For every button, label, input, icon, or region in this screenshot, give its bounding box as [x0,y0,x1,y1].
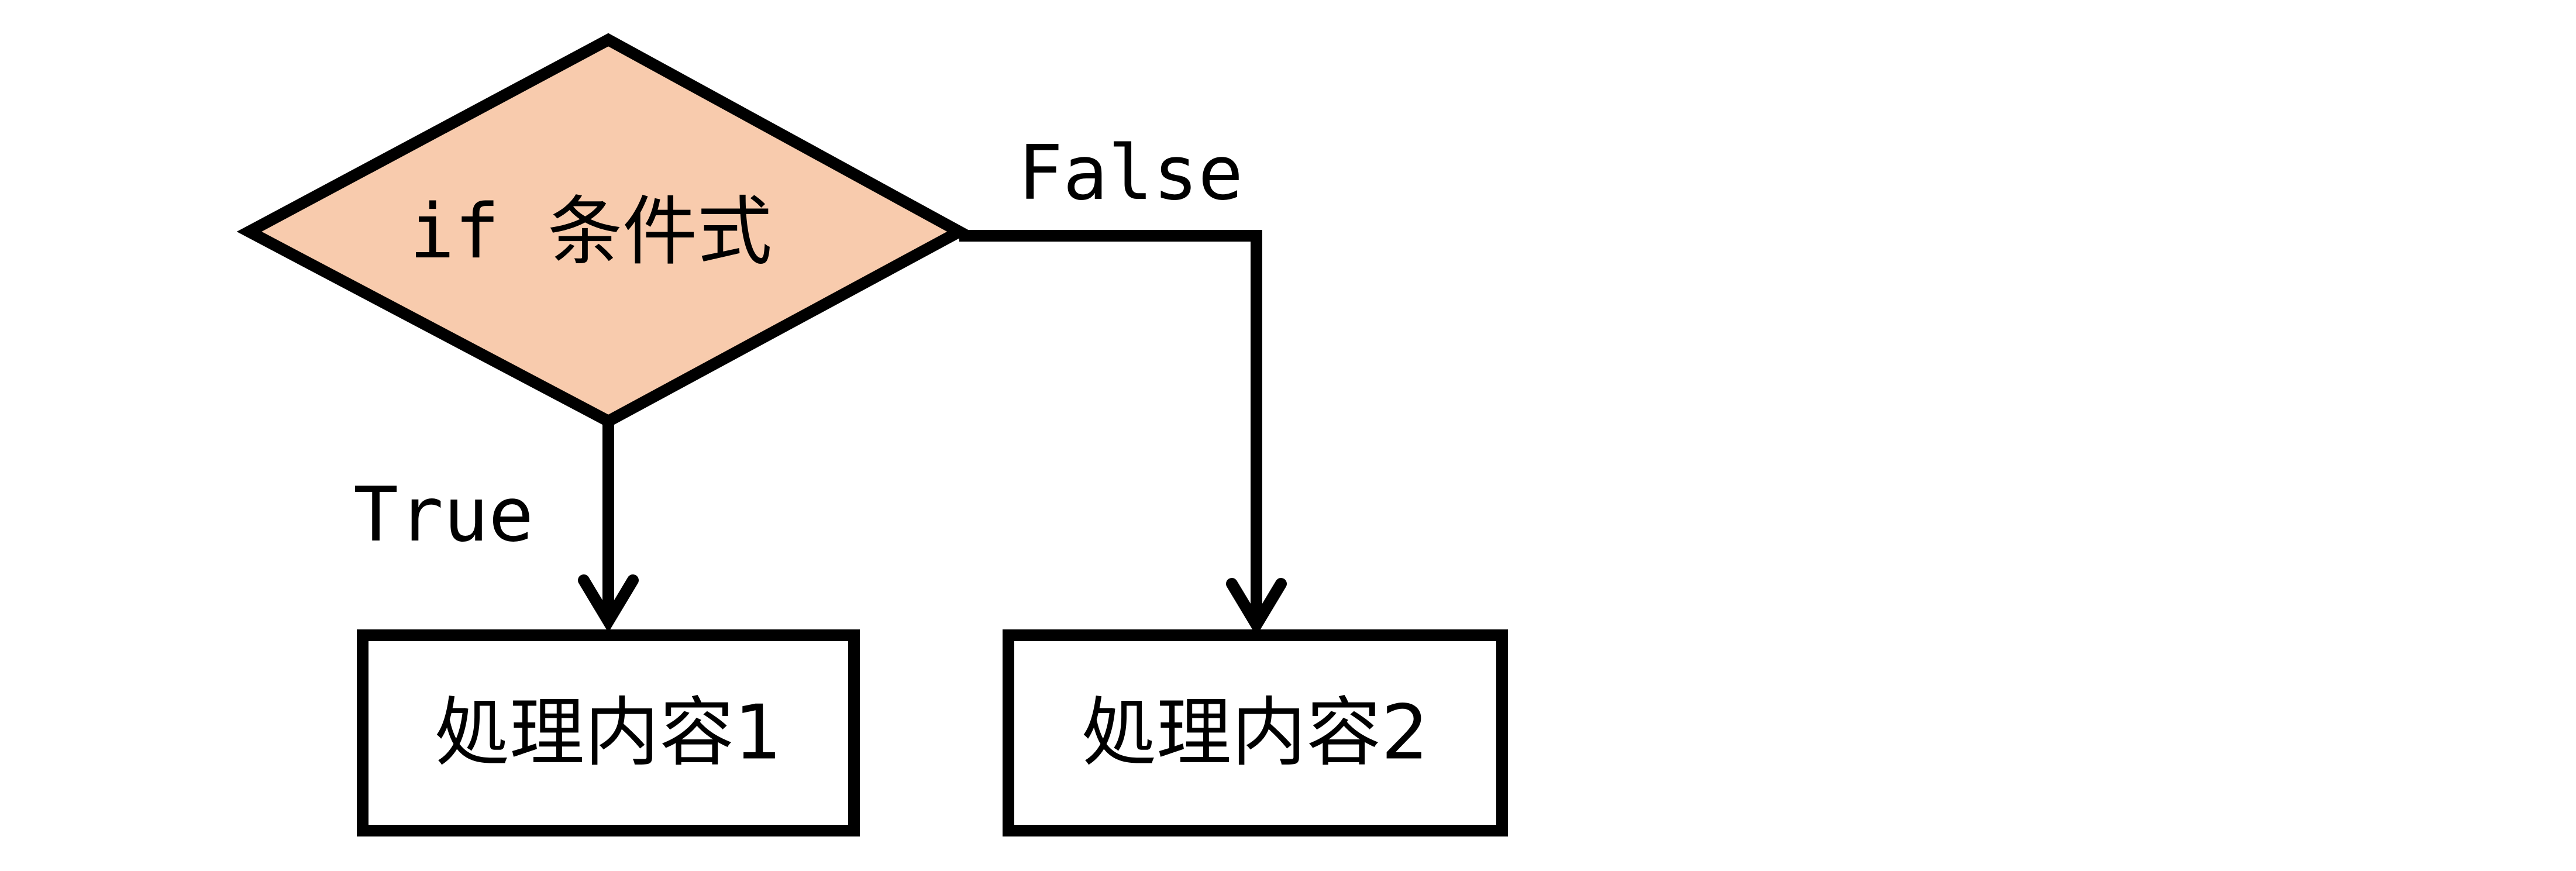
decision-keyword: if [409,188,500,276]
false-arrowhead [1226,578,1287,636]
true-label: True [353,471,533,559]
false-connector [959,230,1262,614]
process-label-1: 処理内容1 [435,690,781,777]
true-arrowhead [578,574,639,633]
process-box-1 [357,629,860,836]
decision-label: if 条件式 [409,188,772,276]
process-label-2: 処理内容2 [1082,690,1428,777]
decision-condition: 条件式 [547,188,772,276]
process-box-2 [1003,629,1508,836]
false-label: False [1018,130,1243,217]
